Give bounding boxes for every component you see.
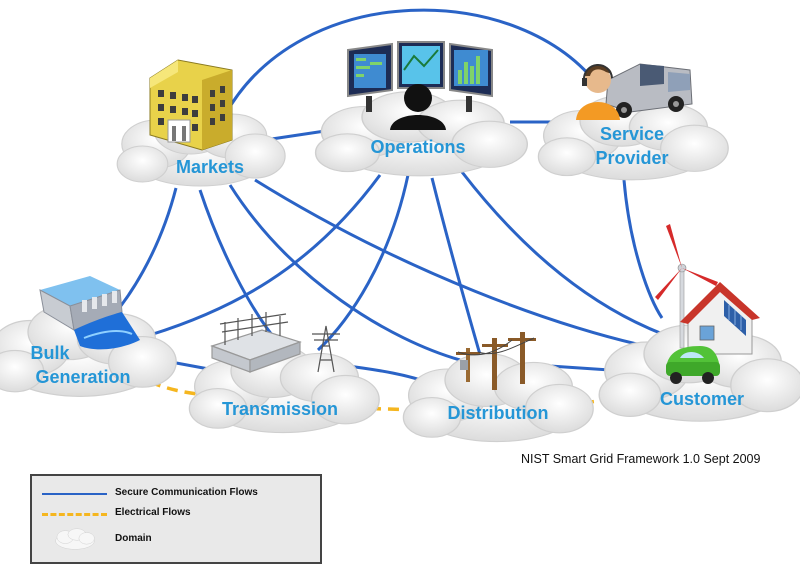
dam-icon <box>39 276 140 350</box>
comm-line-markets-service <box>223 8 602 116</box>
label-transmission: Transmission <box>222 399 338 419</box>
label-bulk-generation-2: Generation <box>35 367 130 387</box>
legend: Secure Communication Flows Electrical Fl… <box>30 474 322 564</box>
domain-cloud-swatch <box>55 528 95 550</box>
domain-labels: Markets Operations Service Provider Bulk… <box>30 124 744 423</box>
comm-line-markets-customer <box>254 178 666 352</box>
legend-label-communication: Secure Communication Flows <box>115 487 258 498</box>
comm-line-markets-distribution <box>228 184 461 362</box>
label-service-provider-2: Provider <box>595 148 668 168</box>
comm-line-operations-customer <box>460 171 666 337</box>
legend-label-domain: Domain <box>115 533 152 544</box>
legend-row-electrical: Electrical Flows <box>32 504 320 524</box>
comm-line-markets-transmission <box>198 189 282 346</box>
electrical-line-swatch <box>42 513 107 516</box>
house-windturbine-car-icon <box>655 224 760 384</box>
comm-line-operations-distribution <box>430 177 485 366</box>
comm-line-operations-bulk <box>149 174 382 337</box>
legend-label-electrical: Electrical Flows <box>115 507 191 518</box>
label-bulk-generation-1: Bulk <box>30 343 70 363</box>
legend-row-communication: Secure Communication Flows <box>32 484 320 504</box>
label-service-provider-1: Service <box>600 124 664 144</box>
substation-tower-icon <box>210 312 340 373</box>
control-room-monitors-icon <box>347 41 493 130</box>
comm-line-operations-transmission <box>316 174 410 352</box>
utility-poles-icon <box>456 332 536 390</box>
label-customer: Customer <box>660 389 744 409</box>
label-operations: Operations <box>370 137 465 157</box>
source-credit: NIST Smart Grid Framework 1.0 Sept 2009 <box>521 452 761 466</box>
communication-line-swatch <box>42 493 107 495</box>
technician-with-truck-icon <box>576 63 693 120</box>
label-markets: Markets <box>176 157 244 177</box>
office-building-icon <box>149 59 233 151</box>
legend-row-domain: Domain <box>32 528 320 550</box>
comm-line-service-customer <box>622 179 664 319</box>
label-distribution: Distribution <box>448 403 549 423</box>
